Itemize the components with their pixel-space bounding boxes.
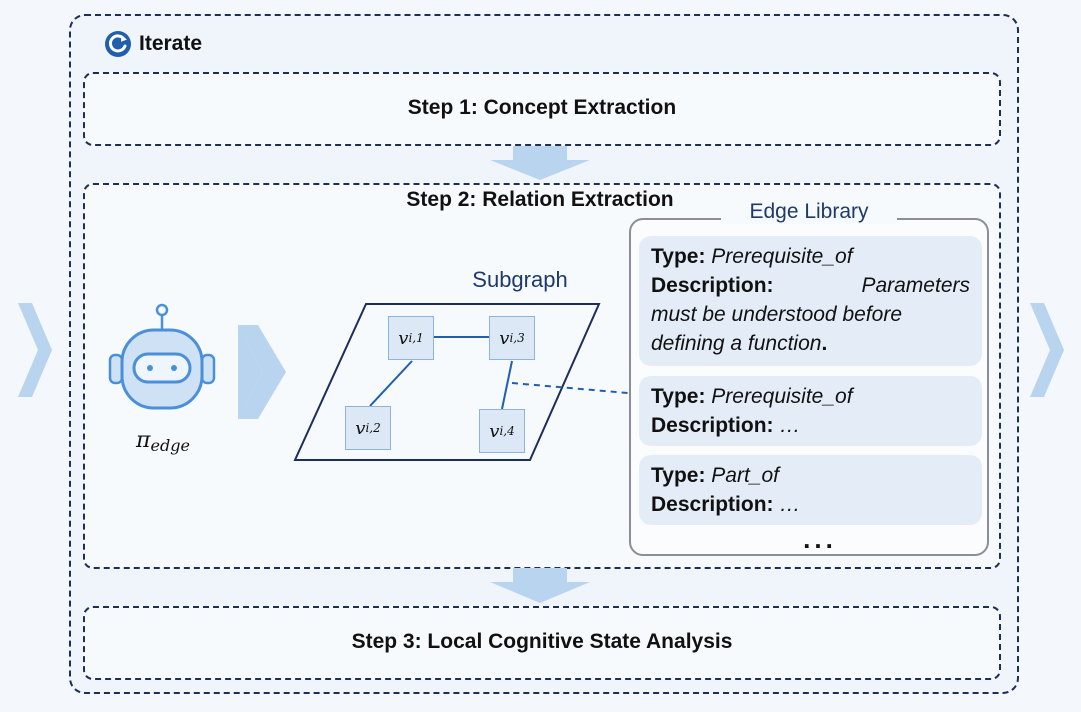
more-ellipsis: ... <box>803 524 837 554</box>
step3-box: Step 3: Local Cognitive State Analysis <box>83 606 1001 680</box>
step1-box: Step 1: Concept Extraction <box>83 72 1001 146</box>
iterate-header: Iterate <box>103 28 202 60</box>
edge-card-1: Type: Prerequisite_of Description:Parame… <box>639 236 982 366</box>
edge-card-3: Type: Part_of Description: … <box>639 455 982 525</box>
step2-title: Step 2: Relation Extraction <box>406 188 674 211</box>
edge-v3-v4 <box>501 360 513 410</box>
left-arrow <box>18 303 52 397</box>
edge-v1-v2 <box>369 360 413 407</box>
policy-symbol: π <box>136 428 151 453</box>
step1-title: Step 1: Concept Extraction <box>407 96 677 119</box>
edge-library-title: Edge Library <box>721 200 897 224</box>
down-arrow-1 <box>490 146 590 180</box>
robot-icon <box>108 303 216 410</box>
step3-title: Step 3: Local Cognitive State Analysis <box>351 630 733 653</box>
refresh-icon <box>105 31 131 57</box>
right-arrow <box>1030 303 1064 397</box>
subgraph-label: Subgraph <box>472 267 568 292</box>
subgraph-plane <box>293 303 601 461</box>
down-arrow-2 <box>490 568 590 603</box>
policy-label: πedge <box>118 428 208 455</box>
iterate-label: Iterate <box>139 32 203 55</box>
policy-subscript: edge <box>150 436 190 455</box>
link-to-library <box>511 382 640 395</box>
edge-card-2: Type: Prerequisite_of Description: … <box>639 376 982 446</box>
